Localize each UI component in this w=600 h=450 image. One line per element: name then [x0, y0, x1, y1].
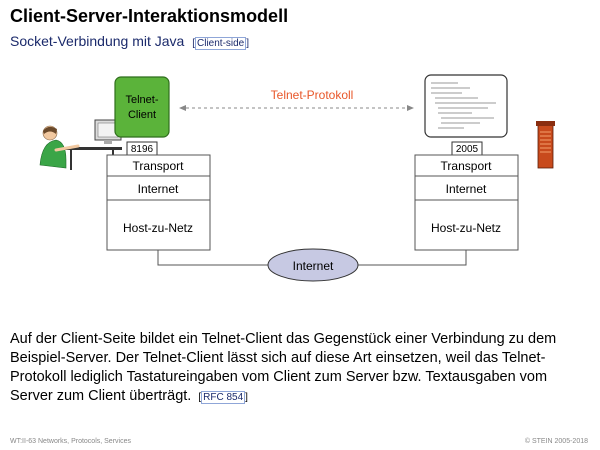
- server-port-label: 2005: [456, 144, 479, 155]
- client-port-label: 8196: [131, 144, 154, 155]
- internet-label: Internet: [293, 259, 334, 273]
- arrow-head-right: [407, 105, 414, 111]
- subtitle-text: Socket-Verbindung mit Java: [10, 33, 185, 49]
- server-stack-internet: Internet: [446, 182, 487, 196]
- server-stack-host-zu-netz: Host-zu-Netz: [431, 221, 501, 235]
- description-reference: [RFC 854]: [198, 391, 248, 404]
- rfc-854-link[interactable]: RFC 854: [201, 391, 246, 404]
- subtitle-reference: [Client-side]: [192, 37, 250, 50]
- client-side-link[interactable]: Client-side: [195, 37, 247, 50]
- server-code-icon: [424, 74, 508, 138]
- arrow-head-left: [179, 105, 186, 111]
- telnet-client-box: [114, 76, 170, 138]
- protocol-label: Telnet-Protokoll: [271, 88, 354, 102]
- telnet-client-label-2: Client: [128, 109, 156, 121]
- client-stack-internet: Internet: [138, 182, 179, 196]
- telnet-client-label-1: Telnet-: [125, 94, 158, 106]
- page-title: Client-Server-Interaktionsmodell: [10, 6, 289, 26]
- internet-ellipse: [267, 248, 359, 282]
- page-subtitle: Socket-Verbindung mit Java [Client-side]: [10, 33, 250, 50]
- server-protocol-stack: Transport Internet Host-zu-Netz: [414, 154, 519, 251]
- footer-right: © STEIN 2005-2018: [524, 438, 588, 445]
- client-protocol-stack: Transport Internet Host-zu-Netz: [106, 154, 211, 251]
- client-server-diagram: Telnet- Client Telnet-Protokoll 8196 200…: [39, 74, 555, 282]
- server-tower-icon: [536, 121, 555, 169]
- description-text: Auf der Client-Seite bildet ein Telnet-C…: [10, 331, 557, 404]
- server-stack-transport: Transport: [441, 159, 493, 173]
- client-stack-host-zu-netz: Host-zu-Netz: [123, 221, 193, 235]
- client-stack-transport: Transport: [133, 159, 185, 173]
- description-paragraph: Auf der Client-Seite bildet ein Telnet-C…: [10, 330, 585, 407]
- footer-left: WT:II-63 Networks, Protocols, Services: [10, 438, 131, 445]
